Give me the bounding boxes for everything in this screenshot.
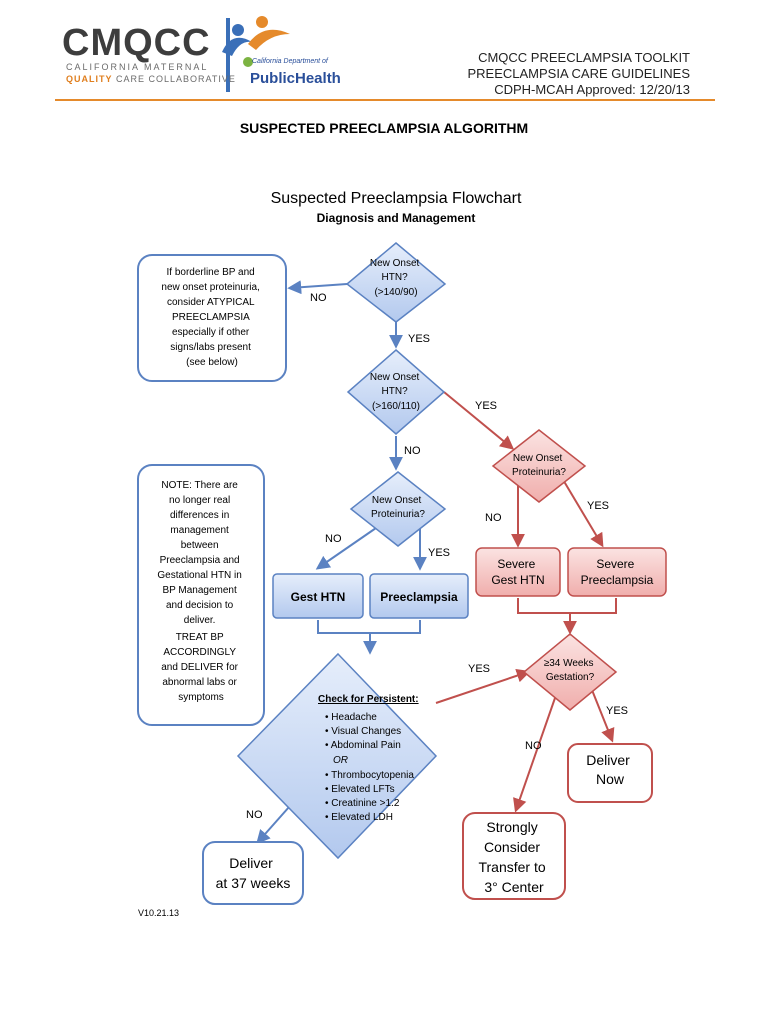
header-line-1: CMQCC PREECLAMPSIA TOOLKIT bbox=[478, 50, 690, 65]
svg-text:≥34 Weeks Gestation?: ≥34 Weeks Gestation? bbox=[544, 658, 597, 683]
note-box: NOTE: There are no longer real differenc… bbox=[137, 464, 265, 726]
bracket-red bbox=[517, 598, 617, 614]
header-line-2: PREECLAMPSIA CARE GUIDELINES bbox=[467, 66, 690, 81]
svg-text:NOTE: There are no longe: NOTE: There are no longer real differenc… bbox=[157, 480, 244, 703]
deliver-now-box: Deliver Now bbox=[567, 743, 653, 803]
version-label: V10.21.13 bbox=[138, 908, 179, 918]
label-no-d3: NO bbox=[325, 533, 342, 545]
cmqcc-tagline-2: QUALITY CARE COLLABORATIVE bbox=[66, 74, 236, 84]
severe-preeclampsia-box: Severe Preeclampsia bbox=[567, 547, 667, 597]
label-yes-d2: YES bbox=[475, 400, 497, 412]
arrow-d1-no bbox=[287, 280, 348, 295]
atypical-preeclampsia-box: If borderline BP and new onset proteinur… bbox=[137, 254, 287, 382]
check-persistent-diamond: Check for Persistent: • Headache • Visua… bbox=[236, 652, 438, 860]
flow-subtitle: Diagnosis and Management bbox=[317, 211, 476, 225]
cdph-logo-icon bbox=[222, 16, 290, 92]
decision-proteinuria-red: New Onset Proteinuria? bbox=[491, 429, 587, 503]
svg-text:New Onset Proteinuria?: New Onset Proteinuria? bbox=[512, 453, 566, 478]
gest-htn-box: Gest HTN bbox=[272, 573, 364, 619]
svg-text:Severe Gest HTN: Severe Gest HTN bbox=[491, 557, 544, 587]
arrow-d2-yes bbox=[443, 391, 515, 450]
header-right-text: CMQCC PREECLAMPSIA TOOLKIT PREECLAMPSIA … bbox=[467, 50, 690, 98]
transfer-box: Strongly Consider Transfer to 3° Center bbox=[462, 812, 566, 900]
svg-text:Deliver Now: Deliver Now bbox=[586, 752, 633, 787]
header-logos: CMQCC CALIFORNIA MATERNAL QUALITY CARE C… bbox=[0, 0, 768, 100]
decision-htn-160: New Onset HTN? (>160/110) bbox=[346, 349, 446, 435]
svg-text:Severe Preeclampsia: Severe Preeclampsia bbox=[581, 557, 654, 587]
svg-text:New Onset Proteinuria?: New Onset Proteinuria? bbox=[371, 495, 425, 520]
header-line-3: CDPH-MCAH Approved: 12/20/13 bbox=[494, 82, 690, 97]
svg-text:Gest HTN: Gest HTN bbox=[291, 590, 346, 604]
svg-text:New Onset HTN? (>1: New Onset HTN? (>140/90) bbox=[370, 258, 422, 298]
label-yes-d1: YES bbox=[408, 333, 430, 345]
bracket-blue bbox=[317, 620, 421, 634]
label-no-check: NO bbox=[246, 809, 263, 821]
arrow-d4-yes bbox=[561, 477, 604, 548]
logo-graphics bbox=[222, 16, 290, 92]
label-no-d1: NO bbox=[310, 292, 327, 304]
svg-text:If borderline BP and new: If borderline BP and new onset proteinur… bbox=[161, 267, 262, 368]
decision-htn-140: New Onset HTN? (>140/90) bbox=[345, 242, 447, 323]
label-no-d5: NO bbox=[525, 740, 542, 752]
header-divider bbox=[55, 99, 715, 101]
cmqcc-tagline-1: CALIFORNIA MATERNAL bbox=[66, 62, 209, 72]
label-yes-d4: YES bbox=[587, 500, 609, 512]
svg-text:New Onset HTN? (>1: New Onset HTN? (>160/110) bbox=[370, 372, 422, 412]
svg-text:Strongly Consider: Strongly Consider Transfer to 3° Center bbox=[478, 819, 549, 895]
decision-proteinuria-blue: New Onset Proteinuria? bbox=[349, 471, 447, 547]
label-yes-check: YES bbox=[468, 663, 490, 675]
cmqcc-logo: CMQCC bbox=[62, 22, 211, 64]
arrow-d5-no bbox=[513, 697, 556, 813]
label-yes-d5: YES bbox=[606, 705, 628, 717]
decision-34-weeks: ≥34 Weeks Gestation? bbox=[522, 633, 618, 711]
arrow-d5-yes bbox=[591, 689, 615, 743]
cdph-dept-label: California Department of bbox=[252, 58, 328, 65]
severe-gest-htn-box: Severe Gest HTN bbox=[475, 547, 561, 597]
deliver-37-weeks-box: Deliver at 37 weeks bbox=[202, 841, 304, 905]
arrow-check-yes bbox=[435, 668, 531, 704]
flow-title: Suspected Preeclampsia Flowchart bbox=[271, 190, 522, 207]
document-title: SUSPECTED PREECLAMPSIA ALGORITHM bbox=[239, 120, 529, 136]
svg-text:Preeclampsia: Preeclampsia bbox=[380, 590, 458, 604]
arrow-d3-no bbox=[315, 527, 377, 570]
cdph-name: PublicHealth bbox=[250, 70, 341, 87]
svg-text:Deliver at 37 weeks: Deliver at 37 weeks bbox=[216, 855, 291, 891]
label-no-d4: NO bbox=[485, 512, 502, 524]
check-list: Check for Persistent: • Headache • Visua… bbox=[318, 694, 421, 823]
label-no-d2: NO bbox=[404, 445, 421, 457]
preeclampsia-box: Preeclampsia bbox=[369, 573, 469, 619]
label-yes-d3: YES bbox=[428, 547, 450, 559]
